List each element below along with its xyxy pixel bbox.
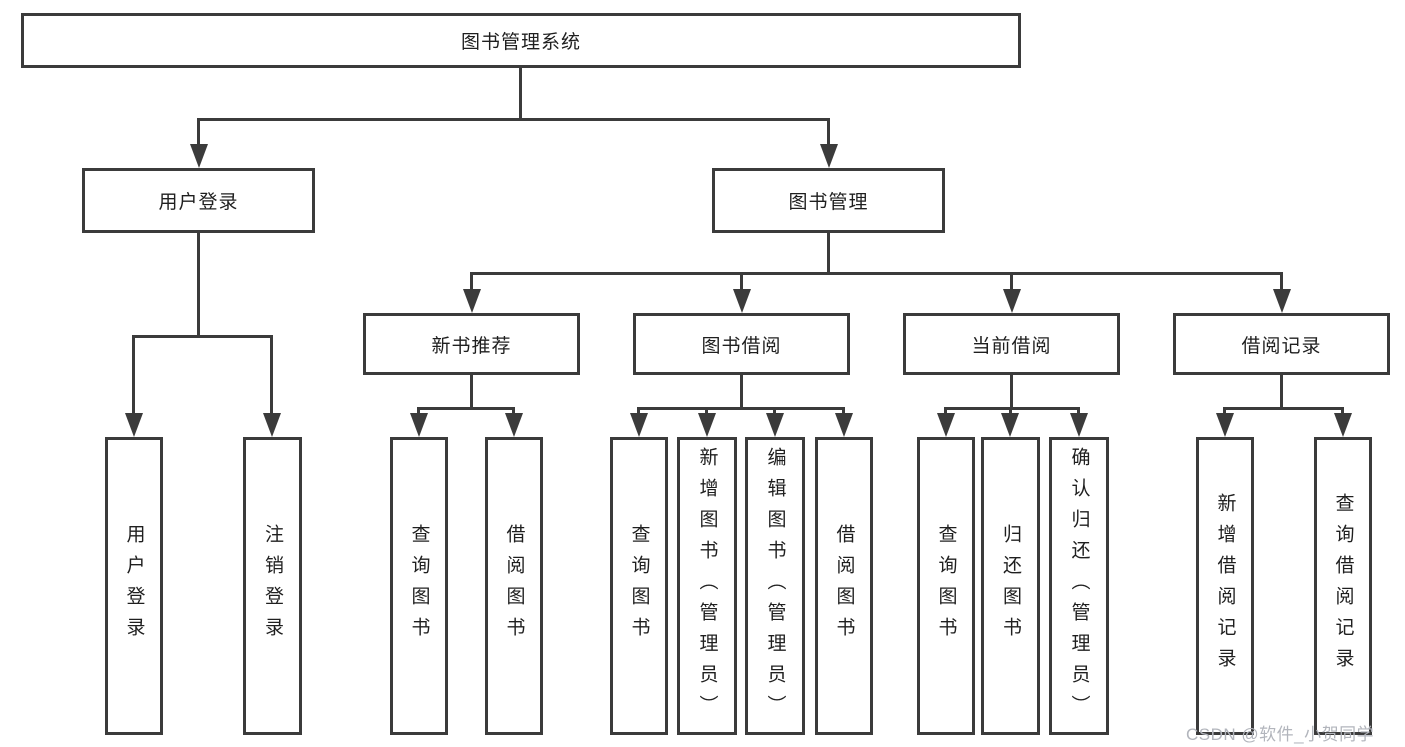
arrow-down-icon [1334, 413, 1352, 437]
connector-drop-book-management [827, 118, 830, 148]
connector-borrow-records-bar [1223, 407, 1344, 410]
connector-drop-current-borrow [1010, 272, 1013, 291]
connector-current-borrow-bar [944, 407, 1080, 410]
connector-book-mgmt-bar [470, 272, 1283, 275]
arrow-down-icon [125, 413, 143, 437]
connector-user-login-bar [132, 335, 273, 338]
connector-drop [512, 407, 515, 418]
node-current-borrow: 当前借阅 [903, 313, 1120, 375]
arrow-down-icon [263, 413, 281, 437]
connector-drop-login-leaf [132, 335, 135, 417]
leaf-logout: 注销登录 [243, 437, 302, 735]
arrow-down-icon [1001, 413, 1019, 437]
leaf-query-books-current: 查询图书 [917, 437, 975, 735]
arrow-down-icon [1070, 413, 1088, 437]
connector-drop-book-borrow [740, 272, 743, 291]
connector-drop [705, 407, 708, 418]
arrow-down-icon [1003, 289, 1021, 313]
arrow-down-icon [505, 413, 523, 437]
connector-new-book-stem [470, 375, 473, 410]
arrow-down-icon [937, 413, 955, 437]
arrow-down-icon [630, 413, 648, 437]
connector-drop [842, 407, 845, 418]
arrow-down-icon [698, 413, 716, 437]
arrow-down-icon [190, 144, 208, 168]
connector-root-bar [197, 118, 830, 121]
connector-root-stem [519, 68, 522, 121]
connector-book-borrow-stem [740, 375, 743, 410]
connector-drop-new-book [470, 272, 473, 291]
connector-drop [1077, 407, 1080, 418]
arrow-down-icon [1216, 413, 1234, 437]
connector-drop [1341, 407, 1344, 418]
connector-drop [637, 407, 640, 418]
leaf-query-borrow-record: 查询借阅记录 [1314, 437, 1372, 735]
arrow-down-icon [766, 413, 784, 437]
leaf-confirm-return-admin: 确认归还（管理员） [1049, 437, 1109, 735]
leaf-borrow-books: 借阅图书 [815, 437, 873, 735]
leaf-borrow-books-recommend: 借阅图书 [485, 437, 543, 735]
connector-drop-user-login [197, 118, 200, 148]
csdn-watermark: CSDN @软件_小贺同学 [1186, 725, 1375, 744]
arrow-down-icon [733, 289, 751, 313]
leaf-query-books-recommend: 查询图书 [390, 437, 448, 735]
node-borrow-records: 借阅记录 [1173, 313, 1390, 375]
connector-borrow-records-stem [1280, 375, 1283, 410]
arrow-down-icon [410, 413, 428, 437]
arrow-down-icon [1273, 289, 1291, 313]
node-book-management: 图书管理 [712, 168, 945, 233]
connector-new-book-bar [417, 407, 515, 410]
arrow-down-icon [835, 413, 853, 437]
node-library-system: 图书管理系统 [21, 13, 1021, 68]
connector-book-borrow-bar [637, 407, 845, 410]
connector-drop [944, 407, 947, 418]
leaf-user-login: 用户登录 [105, 437, 163, 735]
connector-drop [417, 407, 420, 418]
connector-drop-logout-leaf [270, 335, 273, 417]
connector-drop [1009, 407, 1012, 418]
arrow-down-icon [820, 144, 838, 168]
connector-book-mgmt-stem [827, 233, 830, 272]
leaf-query-books-borrow: 查询图书 [610, 437, 668, 735]
connector-drop [1223, 407, 1226, 418]
node-user-login: 用户登录 [82, 168, 315, 233]
node-new-book-recommend: 新书推荐 [363, 313, 580, 375]
node-book-borrow: 图书借阅 [633, 313, 850, 375]
leaf-add-borrow-record: 新增借阅记录 [1196, 437, 1254, 735]
connector-drop [773, 407, 776, 418]
leaf-return-books: 归还图书 [981, 437, 1040, 735]
connector-drop-borrow-records [1280, 272, 1283, 291]
arrow-down-icon [463, 289, 481, 313]
connector-current-borrow-stem [1010, 375, 1013, 410]
leaf-add-books-admin: 新增图书（管理员） [677, 437, 737, 735]
leaf-edit-books-admin: 编辑图书（管理员） [745, 437, 805, 735]
connector-user-login-stem [197, 233, 200, 335]
